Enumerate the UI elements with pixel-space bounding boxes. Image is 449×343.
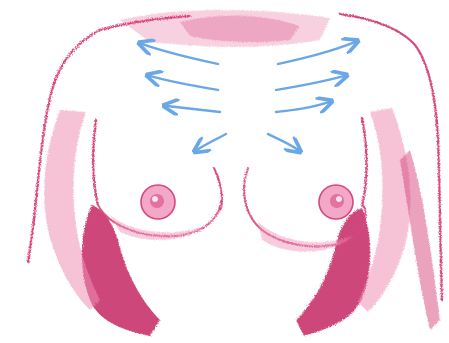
- right-nipple: [319, 185, 353, 219]
- neck-shading: [120, 10, 330, 47]
- left-nipple: [141, 185, 175, 219]
